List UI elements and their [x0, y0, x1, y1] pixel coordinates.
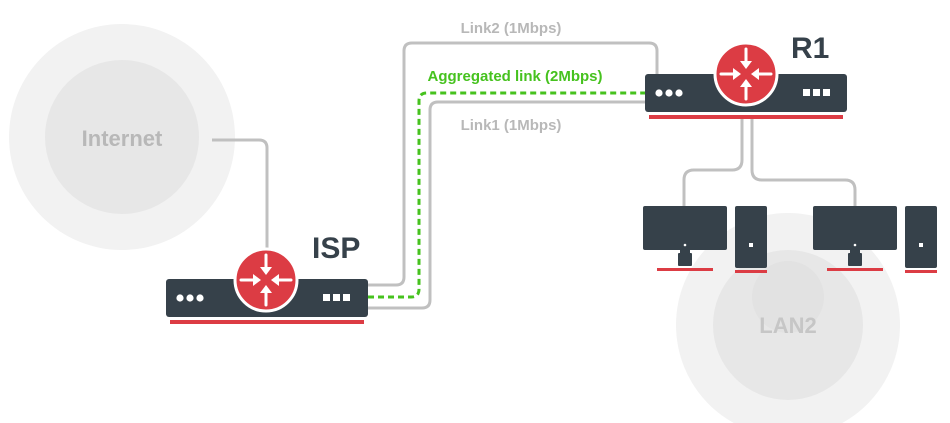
link1-cable	[368, 100, 645, 310]
monitor-right-led	[853, 243, 857, 247]
internet-label: Internet	[82, 126, 163, 151]
internet-to-isp-cable	[212, 138, 269, 280]
aggregated-link-label: Aggregated link (2Mbps)	[427, 68, 602, 85]
cables	[212, 41, 857, 310]
r1-to-lan-cable	[682, 117, 744, 208]
isp-router-ports	[323, 294, 350, 301]
tower-right-led	[919, 243, 923, 247]
tower-left-base	[735, 270, 767, 273]
r1-router-icon	[713, 41, 779, 107]
r1-router-ports	[803, 89, 830, 96]
workstation-left	[643, 206, 767, 273]
isp-router-icon	[233, 247, 299, 313]
monitor-right-stand	[848, 253, 862, 266]
isp-label: ISP	[312, 232, 360, 265]
r1-router-base	[649, 115, 843, 119]
monitor-left-led	[683, 243, 687, 247]
r1-to-lan-cable-right	[750, 117, 857, 208]
r1-router-left-leds	[655, 89, 683, 97]
tower-left	[735, 206, 767, 268]
tower-right-base	[905, 270, 937, 273]
monitor-left-neck	[680, 250, 690, 253]
isp-router-left-leds	[176, 294, 204, 302]
monitor-left-base	[657, 268, 713, 271]
isp-router: ISP	[166, 232, 368, 324]
monitor-right	[813, 206, 897, 250]
internet-cloud-inner	[45, 60, 199, 214]
link2-label: Link2 (1Mbps)	[461, 20, 562, 37]
monitor-right-base	[827, 268, 883, 271]
tower-left-led	[749, 243, 753, 247]
monitor-left-stand	[678, 253, 692, 266]
aggregated-link-cable	[368, 91, 645, 299]
tower-right	[905, 206, 937, 268]
lan2-label: LAN2	[759, 313, 816, 338]
link2-cable	[368, 41, 659, 287]
monitor-left	[643, 206, 727, 250]
internet-cloud: Internet	[9, 24, 235, 250]
workstation-right	[813, 206, 937, 273]
link1-label: Link1 (1Mbps)	[461, 117, 562, 134]
lan2-cloud: LAN2	[676, 213, 900, 423]
r1-router: R1	[645, 32, 847, 119]
lan2-cloud-core	[752, 261, 824, 333]
monitor-right-neck	[850, 250, 860, 253]
isp-router-base	[170, 320, 364, 324]
r1-label: R1	[791, 32, 829, 65]
